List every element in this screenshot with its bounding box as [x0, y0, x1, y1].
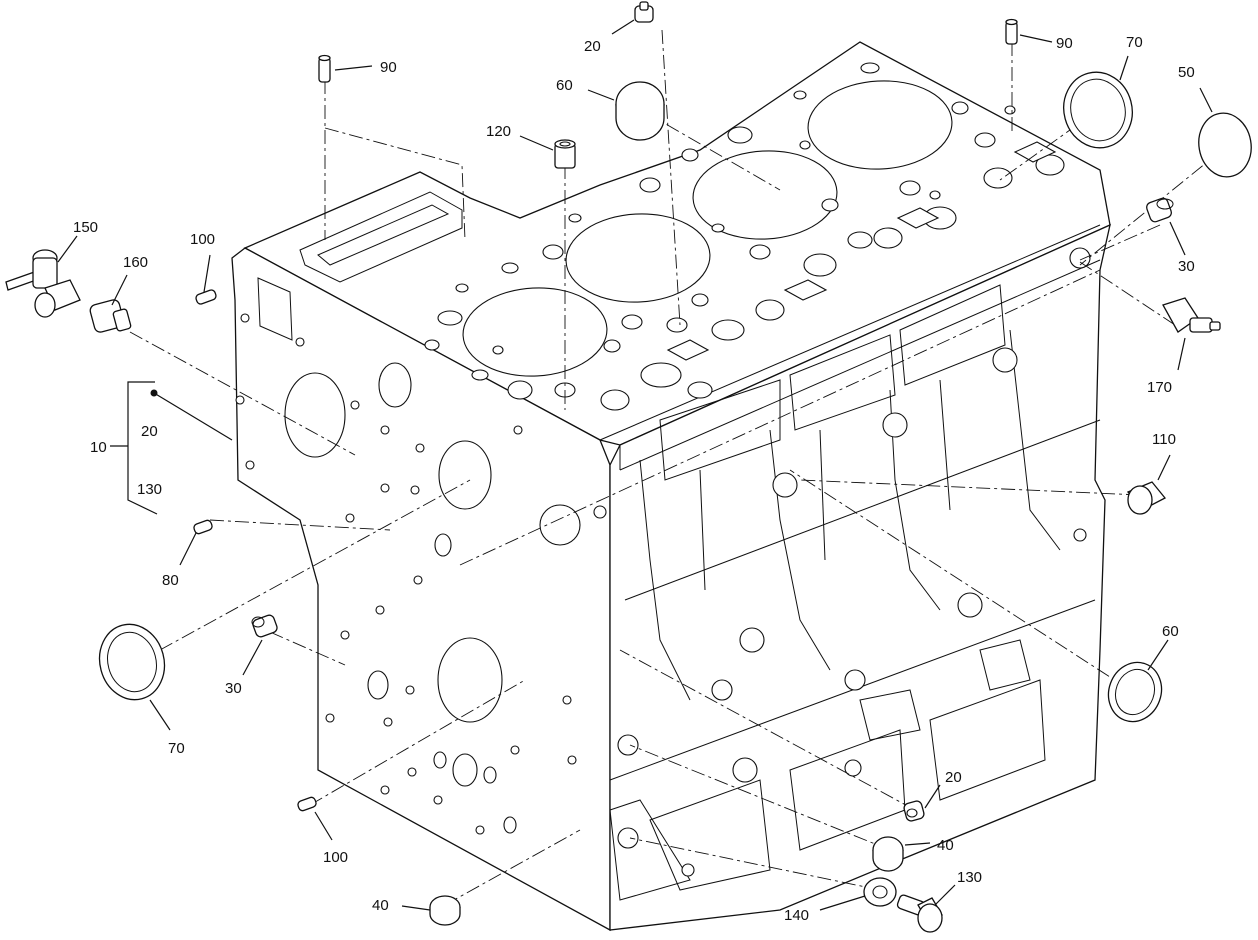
pin-100-bottom[interactable]: [297, 796, 317, 812]
callout-10: 10: [90, 439, 107, 456]
callout-100-top: 100: [190, 231, 215, 248]
callout-150: 150: [73, 219, 98, 236]
callout-labels: 10 20 130 20 20 30 30 40 40 50 60 60 70 …: [73, 34, 1195, 924]
callout-130-group: 130: [137, 481, 162, 498]
plug-30-left[interactable]: [251, 614, 279, 638]
deck-ports: [666, 141, 1057, 361]
callout-30-right: 30: [1178, 258, 1195, 275]
callout-20-top: 20: [584, 38, 601, 55]
callout-160: 160: [123, 254, 148, 271]
leader-lines: [57, 19, 1213, 911]
front-face-bolt-holes: [235, 313, 577, 835]
front-face-openings: [284, 362, 517, 834]
callout-100-bottom: 100: [323, 849, 348, 866]
assembly-center-lines: [129, 29, 1223, 906]
callout-90-right: 90: [1056, 35, 1073, 52]
cap-60-top[interactable]: [615, 81, 665, 141]
callout-170: 170: [1147, 379, 1172, 396]
callout-90-left: 90: [380, 59, 397, 76]
adapter-160[interactable]: [89, 299, 132, 334]
cap-50[interactable]: [1194, 109, 1256, 181]
oil-seal-60-right[interactable]: [1100, 655, 1169, 729]
pin-80[interactable]: [193, 519, 213, 535]
pin-100-top[interactable]: [195, 289, 217, 305]
oil-seal-70-left[interactable]: [91, 617, 172, 707]
sleeve-120[interactable]: [554, 139, 576, 169]
callout-120: 120: [486, 123, 511, 140]
callout-50: 50: [1178, 64, 1195, 81]
bearing-bosses: [539, 247, 1091, 877]
cap-40-right[interactable]: [872, 836, 904, 872]
callout-80: 80: [162, 572, 179, 589]
callout-60-top: 60: [556, 77, 573, 94]
deck-holes: [424, 62, 1065, 411]
assembly-group-bracket: [110, 381, 233, 515]
callout-70-top: 70: [1126, 34, 1143, 51]
plug-30-right[interactable]: [1145, 197, 1174, 223]
callout-60-right: 60: [1162, 623, 1179, 640]
washer-140[interactable]: [863, 877, 897, 907]
plug-20-top[interactable]: [634, 1, 654, 23]
drain-plug-130[interactable]: [896, 894, 943, 933]
oil-pressure-switch-170[interactable]: [1162, 297, 1221, 333]
callout-20-group: 20: [141, 423, 158, 440]
callout-140: 140: [784, 907, 809, 924]
dowel-pin-90-left[interactable]: [318, 54, 331, 83]
callout-40-right: 40: [937, 837, 954, 854]
callout-110: 110: [1152, 431, 1176, 448]
bushing-110[interactable]: [1126, 481, 1167, 515]
cap-40-left[interactable]: [429, 895, 461, 926]
dowel-pin-90-right[interactable]: [1005, 18, 1018, 45]
callout-40-left: 40: [372, 897, 389, 914]
callout-70-left: 70: [168, 740, 185, 757]
callout-30-left: 30: [225, 680, 242, 697]
plug-20-bottom[interactable]: [903, 800, 925, 822]
fitting-150[interactable]: [5, 249, 81, 318]
oil-seal-70-top[interactable]: [1055, 64, 1140, 155]
callout-130-bottom: 130: [957, 869, 982, 886]
callout-20-bottom: 20: [945, 769, 962, 786]
